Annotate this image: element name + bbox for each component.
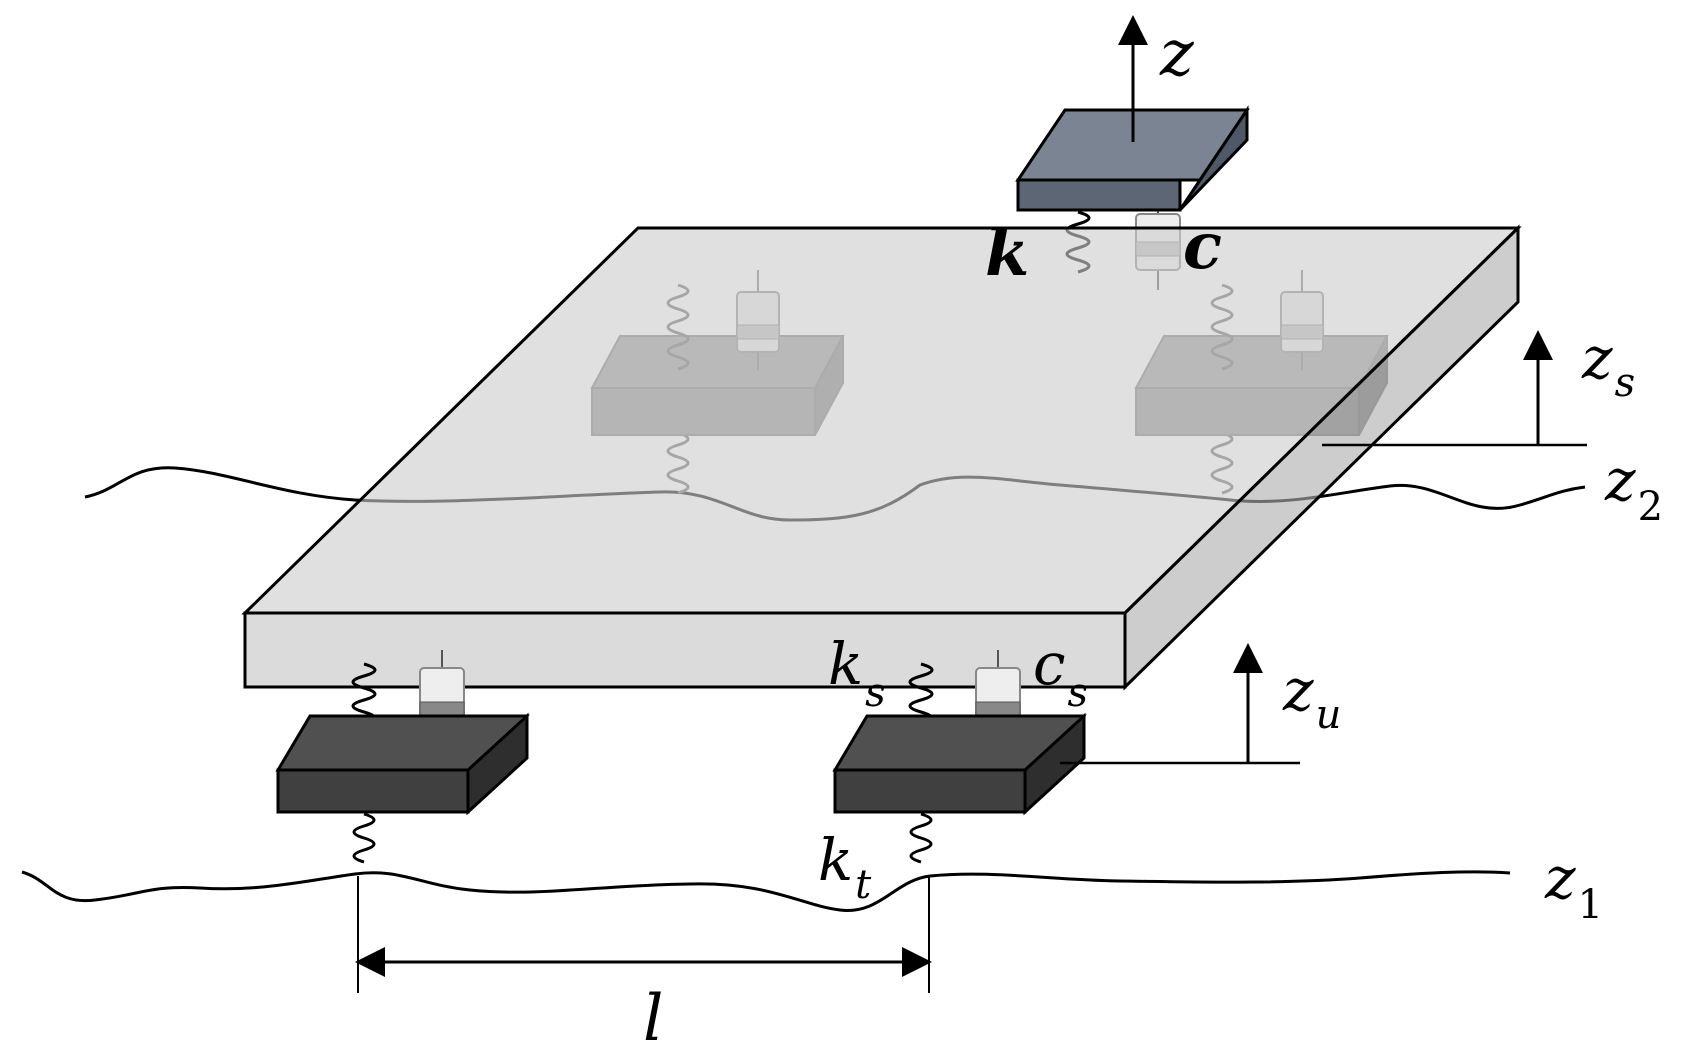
label-k: k — [985, 216, 1029, 291]
seat-mass — [1015, 105, 1250, 212]
front-left-wheel-assembly — [275, 650, 530, 864]
label-z1: z1 — [1544, 844, 1603, 928]
seat-mass-front — [1016, 178, 1182, 212]
label-cs: cs — [1033, 630, 1088, 716]
label-kt: kt — [818, 826, 872, 908]
front-right-wheel-mass-front — [833, 768, 1027, 814]
label-ks: ks — [828, 630, 886, 716]
label-zs: zs — [1581, 324, 1635, 406]
label-wheelbase: l — [643, 982, 663, 1056]
label-z2: z2 — [1604, 446, 1663, 530]
front-left-tire-spring — [352, 812, 376, 864]
front-right-wheel-assembly — [832, 650, 1087, 864]
road-profile-z1 — [21, 870, 1511, 912]
label-z: z — [1159, 17, 1195, 91]
label-c: c — [1183, 209, 1222, 284]
front-left-suspension-spring — [351, 662, 377, 726]
vehicle-body-plate — [241, 224, 1522, 691]
label-zu: zu — [1282, 656, 1341, 738]
front-right-suspension-spring — [908, 662, 934, 726]
seat-mass-side — [1178, 105, 1249, 212]
front-right-tire-spring — [909, 812, 933, 864]
front-left-wheel-mass-front — [276, 768, 470, 814]
